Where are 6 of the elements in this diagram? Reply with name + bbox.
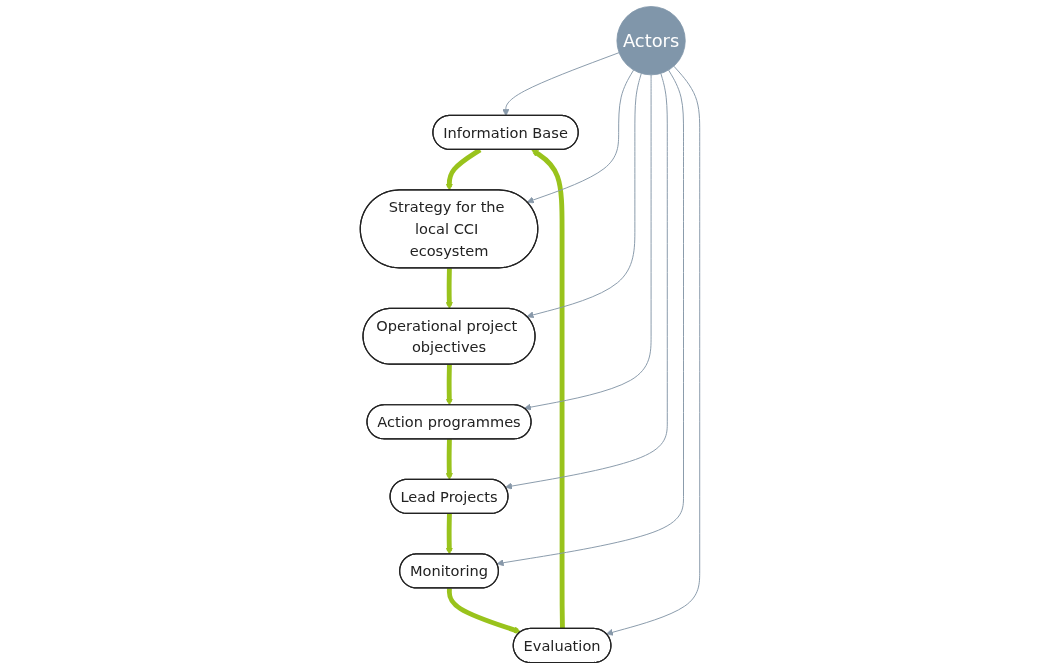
node-circle: Actors bbox=[616, 6, 686, 76]
arrow bbox=[445, 513, 453, 555]
arrow bbox=[445, 364, 453, 406]
arrow bbox=[445, 439, 453, 481]
arrow bbox=[445, 268, 453, 310]
arrow bbox=[531, 149, 565, 629]
